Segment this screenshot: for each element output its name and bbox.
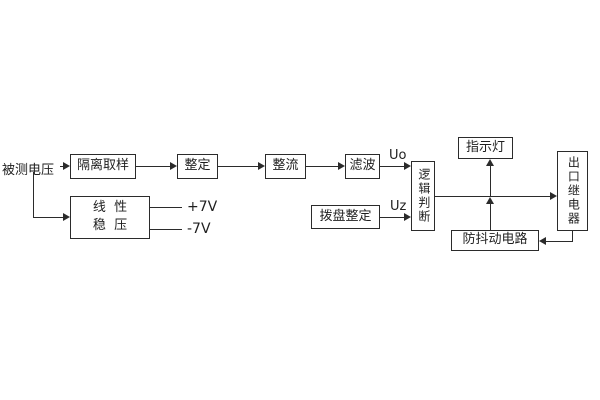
connector-line	[60, 166, 64, 167]
measured-voltage-label: 被测电压	[2, 163, 55, 178]
block-dial-setting: 拨盘整定	[311, 205, 380, 229]
minus-7v-label: -7V	[187, 221, 211, 237]
arrowhead-up-icon	[486, 159, 494, 166]
connector-line	[306, 166, 338, 167]
connector-line	[150, 207, 182, 208]
connector-line	[33, 217, 63, 218]
connector-line	[380, 217, 404, 218]
arrowhead-left-icon	[539, 237, 546, 245]
uz-signal-label: Uz	[390, 199, 407, 214]
block-filter: 滤波	[345, 154, 380, 179]
arrowhead-right-icon	[404, 162, 411, 170]
block-anti-jitter-circuit: 防抖动电路	[451, 230, 539, 251]
block-rectifier: 整流	[265, 154, 306, 179]
connector-line	[380, 166, 404, 167]
block-output-relay: 出口继电器	[557, 151, 588, 231]
connector-line	[546, 241, 573, 242]
plus-7v-label: +7V	[187, 199, 218, 215]
block-logic-judgment: 逻辑判断	[411, 161, 435, 231]
connector-line	[572, 231, 573, 241]
connector-line	[490, 164, 491, 196]
arrowhead-right-icon	[258, 162, 265, 170]
connector-line	[490, 203, 491, 230]
block-setting: 整定	[177, 154, 218, 179]
connector-line	[435, 196, 550, 197]
block-isolation-sampling: 隔离取样	[70, 154, 136, 179]
arrowhead-right-icon	[550, 192, 557, 200]
block-indicator-lamp: 指示灯	[458, 137, 513, 159]
arrowhead-right-icon	[63, 162, 70, 170]
linear-regulator-line1: 线 性	[92, 200, 128, 216]
connector-line	[218, 166, 258, 167]
linear-regulator-line2: 稳 压	[92, 218, 128, 233]
connector-line	[136, 166, 170, 167]
uo-signal-label: Uo	[389, 148, 407, 163]
arrowhead-right-icon	[404, 213, 411, 221]
connector-line	[33, 172, 34, 217]
arrowhead-up-icon	[486, 197, 494, 204]
block-linear-regulator: 线 性 稳 压	[70, 196, 150, 239]
connector-line	[150, 229, 182, 230]
arrowhead-right-icon	[63, 213, 70, 221]
arrowhead-right-icon	[170, 162, 177, 170]
arrowhead-right-icon	[338, 162, 345, 170]
